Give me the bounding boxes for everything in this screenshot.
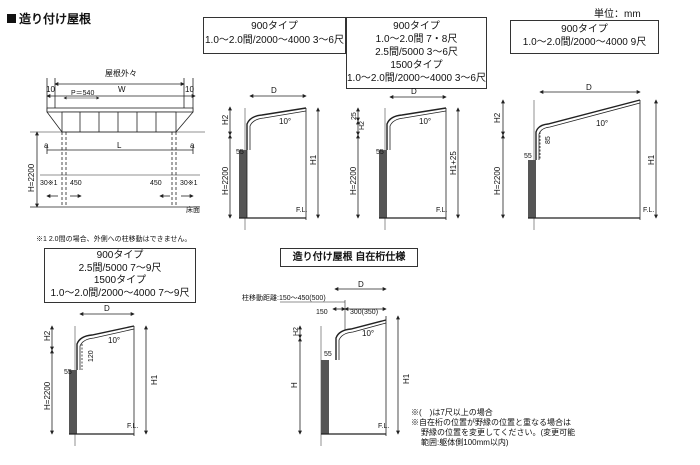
spec-line: 1.0～2.0間/2000～4000 9尺 xyxy=(522,37,647,48)
fl-label: F.L. xyxy=(296,207,307,214)
dim-55: 55 xyxy=(524,153,532,160)
overall-width-label: 屋根外々 xyxy=(105,68,137,78)
floor-label: 床面 xyxy=(186,205,200,214)
dim-450-right: 450 xyxy=(150,180,162,187)
note-line: ※自在桁の位置が野縁の位置と重なる場合は xyxy=(411,418,571,427)
section-type-900-c xyxy=(501,90,658,230)
dim-25: 25 xyxy=(351,112,358,120)
spec-line: 900タイプ xyxy=(561,24,608,35)
spec-line: 900タイプ xyxy=(251,21,298,32)
dim-300-350: 300(350) xyxy=(350,309,378,316)
dim-H1: H1 xyxy=(150,374,159,385)
note-30-right: 30※1 xyxy=(180,180,198,187)
angle-label: 10° xyxy=(362,329,374,338)
dim-H2: H2 xyxy=(293,327,300,336)
dim-H2: H2 xyxy=(43,330,52,341)
beam-range-label: 柱移動距離:150～450(500) xyxy=(242,293,326,302)
note-line: 範囲:躯体側100mm以内) xyxy=(421,438,509,447)
dim-450-left: 450 xyxy=(70,180,82,187)
angle-label: 10° xyxy=(596,119,608,128)
dim-H1: H1 xyxy=(647,154,656,165)
section-title: 造り付け屋根 自在桁仕様 xyxy=(292,252,406,263)
note-30-left: 30※1 xyxy=(40,180,58,187)
dim-55: 55 xyxy=(324,351,332,358)
dim-D: D xyxy=(271,86,277,95)
dim-D: D xyxy=(411,87,417,96)
spec-box-900-1500-7-9: 900タイプ 2.5間/5000 7～9尺 1500タイプ 1.0～2.0間/2… xyxy=(44,248,196,303)
dim-H2: H2 xyxy=(359,121,366,130)
dim-H2200: H=2200 xyxy=(27,163,36,192)
spec-box-900-3-6: 900タイプ 1.0～2.0間/2000～4000 3～6尺 xyxy=(203,17,346,54)
spec-line: 1.0～2.0間 7・8尺 xyxy=(375,34,458,45)
front-elevation-labels: 屋根外々 10 10 W P＝540 a a L 30※1 450 450 30… xyxy=(27,68,200,214)
fl-label: F.L. xyxy=(378,423,389,430)
spec-line: 2.5間/5000 7～9尺 xyxy=(78,262,162,274)
dim-H2200: H=2200 xyxy=(349,166,358,195)
unit-label: 単位：mm xyxy=(594,9,641,20)
spec-box-900-9: 900タイプ 1.0～2.0間/2000～4000 9尺 xyxy=(510,20,659,54)
dim-H2200: H=2200 xyxy=(221,166,230,195)
section-type-7-9 xyxy=(50,312,148,446)
dim-10-left: 10 xyxy=(46,85,55,94)
section-type-7-9-labels: D H2 H=2200 H1 10° 120 55 F.L. xyxy=(43,304,159,430)
section-free-girder xyxy=(280,287,400,446)
spec-line: 900タイプ xyxy=(96,250,144,261)
dim-H2200: H=2200 xyxy=(43,381,52,410)
spec-line: 1.0～2.0間/2000～4000 3～6尺 xyxy=(347,73,486,84)
fl-label: F.L. xyxy=(436,207,447,214)
angle-label: 10° xyxy=(279,117,291,126)
angle-label: 10° xyxy=(108,336,120,345)
section-type-900-a xyxy=(228,94,320,230)
dim-H1p25: H1+25 xyxy=(449,151,458,175)
dim-H2: H2 xyxy=(493,112,502,123)
section-free-girder-labels: 柱移動距離:150～450(500) D 150 300(350) H2 H H… xyxy=(242,280,411,430)
dim-D: D xyxy=(358,280,364,289)
footnote: ※1 2.0間の場合、外側への柱移動はできません。 xyxy=(36,236,192,243)
dim-W: W xyxy=(118,85,126,94)
section-type-900-c-labels: D H2 H=2200 H1 10° 85 55 F.L. xyxy=(493,83,656,214)
dim-H: H xyxy=(290,382,299,388)
spec-line: 2.5間/5000 3～6尺 xyxy=(375,47,458,58)
spec-line: 1500タイプ xyxy=(390,60,443,71)
page-title: 造り付け屋根 xyxy=(19,12,92,26)
dim-D: D xyxy=(104,304,110,313)
dim-L: L xyxy=(117,141,122,150)
section-type-900-b-labels: D 25 H2 H=2200 H1+25 10° 55 F.L. xyxy=(349,87,458,214)
fl-label: F.L. xyxy=(127,423,138,430)
fl-label: F.L. xyxy=(643,207,654,214)
dim-P: P＝540 xyxy=(71,90,94,97)
section-type-900-b xyxy=(356,95,460,230)
front-elevation xyxy=(30,78,205,208)
dim-H2200: H=2200 xyxy=(493,166,502,195)
title-marker xyxy=(7,14,16,23)
spec-box-900-1500: 900タイプ 1.0～2.0間 7・8尺 2.5間/5000 3～6尺 1500… xyxy=(346,17,487,89)
dim-10-right: 10 xyxy=(185,85,194,94)
spec-line: 1.0～2.0間/2000～4000 3～6尺 xyxy=(205,35,344,46)
dim-a-left: a xyxy=(44,141,49,150)
dim-a-right: a xyxy=(190,141,195,150)
dim-150: 150 xyxy=(316,309,328,316)
dim-H1: H1 xyxy=(402,373,411,384)
dim-55: 55 xyxy=(64,369,72,376)
section-type-900-a-labels: D H2 H=2200 H1 10° 55 F.L. xyxy=(221,86,318,214)
angle-label: 10° xyxy=(419,117,431,126)
dim-55: 55 xyxy=(236,149,244,156)
note-line: ※( )は7尺以上の場合 xyxy=(411,408,493,417)
dim-H1: H1 xyxy=(309,154,318,165)
spec-line: 1500タイプ xyxy=(93,275,147,286)
section-title-box: 造り付け屋根 自在桁仕様 xyxy=(280,248,418,267)
spec-line: 900タイプ xyxy=(393,21,440,32)
dim-D: D xyxy=(586,83,592,92)
note-line: 野縁の位置を変更してください。(変更可能 xyxy=(421,428,576,437)
dim-H2: H2 xyxy=(221,114,230,125)
dim-55: 55 xyxy=(376,149,384,156)
spec-line: 1.0～2.0間/2000～4000 7～9尺 xyxy=(50,287,190,299)
dim-120: 120 xyxy=(88,350,95,362)
dim-85: 85 xyxy=(545,136,552,144)
